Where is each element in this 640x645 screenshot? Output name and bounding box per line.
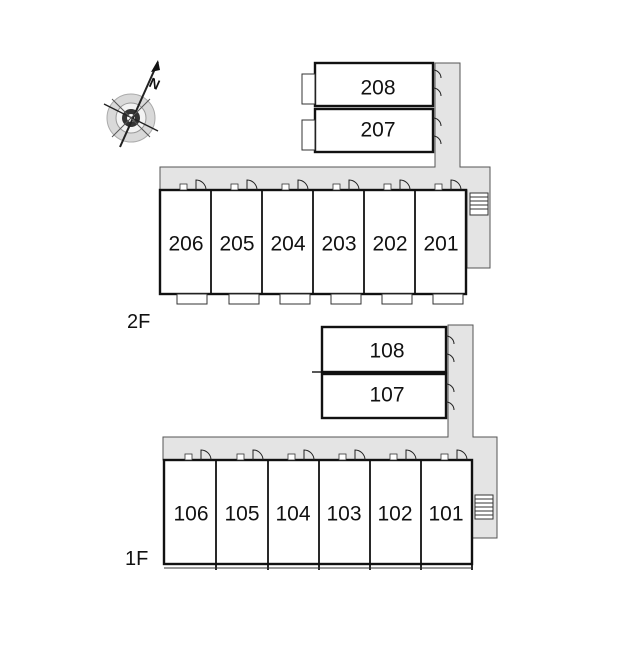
unit-105-label: 105 bbox=[224, 503, 259, 526]
compass-north-label: N bbox=[147, 74, 163, 93]
unit-204-label: 204 bbox=[270, 233, 305, 256]
unit-206-label: 206 bbox=[168, 233, 203, 256]
unit-101-label: 101 bbox=[428, 503, 463, 526]
doors-1f-row bbox=[184, 449, 468, 461]
door-107 bbox=[445, 383, 455, 393]
doors-2f-row bbox=[179, 179, 462, 191]
floor-label-2f: 2F bbox=[127, 311, 151, 333]
door-208b bbox=[432, 87, 442, 97]
door-207 bbox=[432, 117, 442, 127]
row-block-1f bbox=[162, 458, 474, 566]
unit-201-label: 201 bbox=[423, 233, 458, 256]
compass-rose-icon: N bbox=[103, 60, 163, 148]
unit-102-label: 102 bbox=[377, 503, 412, 526]
door-108b bbox=[445, 353, 455, 363]
unit-202-label: 202 bbox=[372, 233, 407, 256]
unit-106-label: 106 bbox=[173, 503, 208, 526]
unit-207-label: 207 bbox=[360, 119, 395, 142]
floor-2f: 208 207 206 205 204 203 202 201 bbox=[158, 61, 491, 305]
unit-205-label: 205 bbox=[219, 233, 254, 256]
stairs-1f bbox=[474, 494, 494, 520]
door-108 bbox=[445, 335, 455, 345]
balcony-208 bbox=[301, 73, 316, 105]
unit-107-label: 107 bbox=[369, 384, 404, 407]
stairs-2f bbox=[469, 192, 489, 216]
unit-108-label: 108 bbox=[369, 340, 404, 363]
unit-208-label: 208 bbox=[360, 77, 395, 100]
unit-108 bbox=[320, 325, 448, 374]
door-208 bbox=[432, 69, 442, 79]
unit-203-label: 203 bbox=[321, 233, 356, 256]
balcony-207 bbox=[301, 119, 316, 151]
door-207b bbox=[432, 135, 442, 145]
floor-1f: 108 107 106 105 104 103 102 101 bbox=[162, 324, 498, 570]
unit-107 bbox=[320, 372, 448, 420]
floor-label-1f: 1F bbox=[125, 548, 149, 570]
unit-104-label: 104 bbox=[275, 503, 310, 526]
balconies-2f-row bbox=[176, 293, 464, 305]
door-107b bbox=[445, 401, 455, 411]
unit-103-label: 103 bbox=[326, 503, 361, 526]
